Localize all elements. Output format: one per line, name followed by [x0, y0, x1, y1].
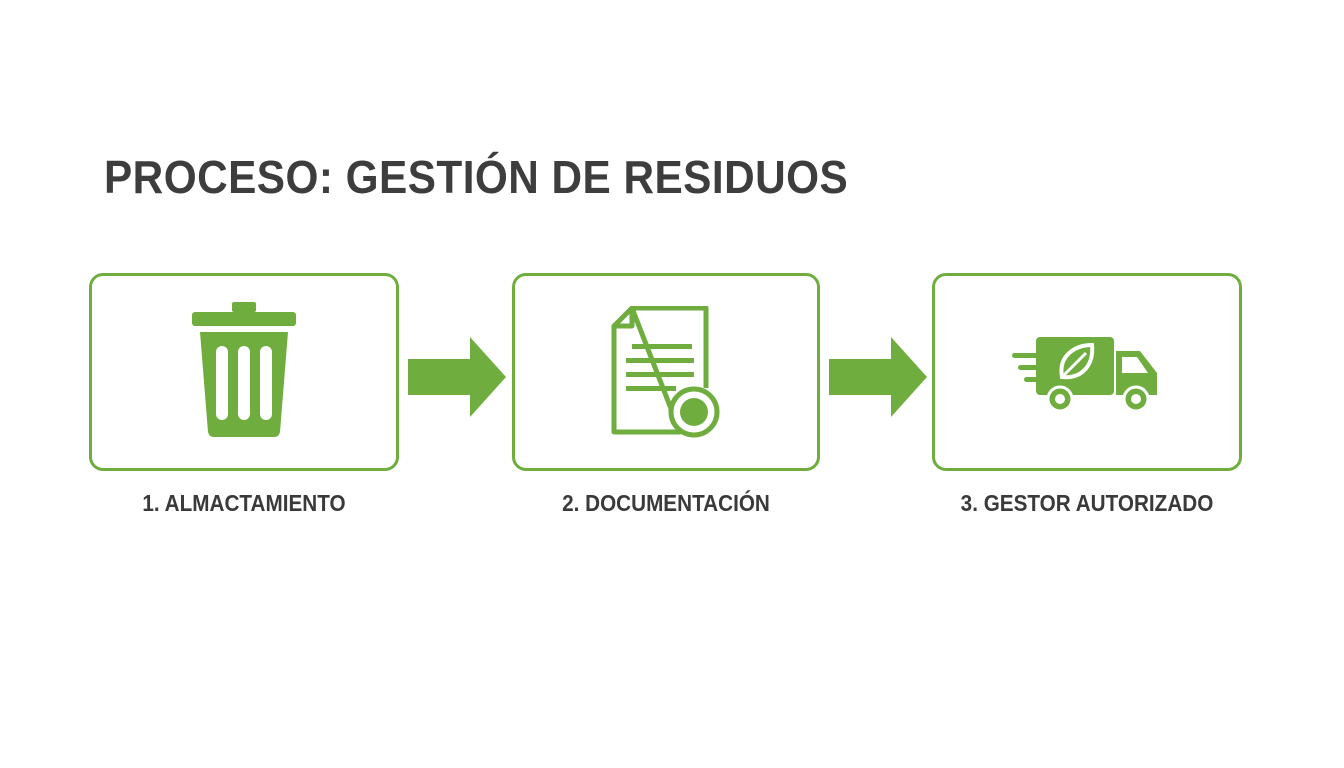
document-seal-icon: [610, 306, 722, 438]
arrow-right-icon: [829, 337, 927, 417]
trash-can-icon: [192, 302, 296, 442]
page-title: PROCESO: GESTIÓN DE RESIDUOS: [104, 151, 849, 203]
step-label-storage: 1. ALMACTAMIENTO: [142, 490, 346, 516]
eco-truck-icon: [1012, 331, 1162, 413]
step-box-storage: [89, 273, 399, 471]
step-box-documentation: [512, 273, 820, 471]
arrow-right-icon: [408, 337, 506, 417]
step-label-authorized-manager: 3. GESTOR AUTORIZADO: [960, 490, 1214, 516]
step-label-documentation: 2. DOCUMENTACIÓN: [562, 490, 770, 516]
step-box-authorized-manager: [932, 273, 1242, 471]
